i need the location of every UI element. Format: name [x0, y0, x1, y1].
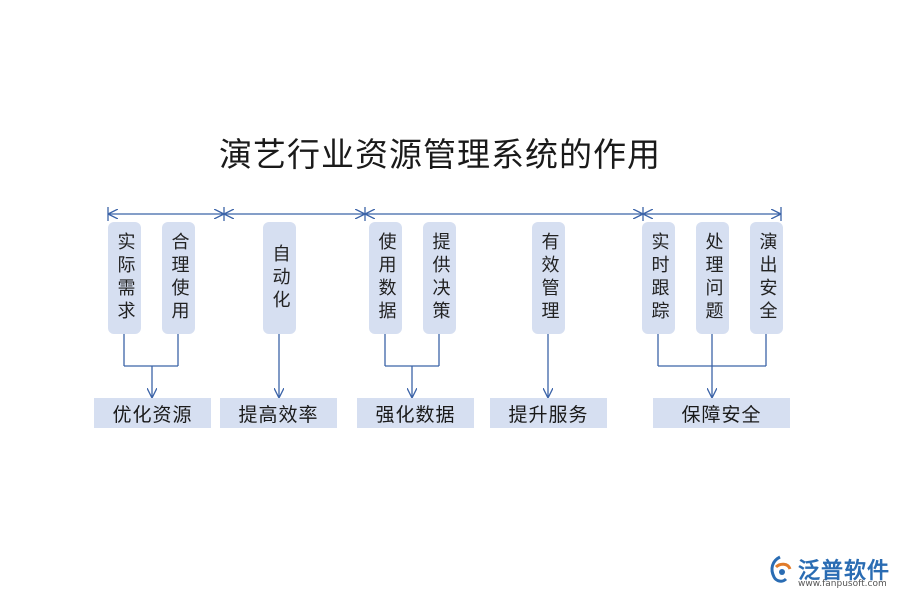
- logo-name: 泛普软件: [798, 559, 891, 584]
- logo-url: www.fanpusoft.com: [798, 579, 887, 589]
- outcome-box-strengthen-data: 强化数据: [357, 398, 474, 428]
- item-label: 自动化: [269, 243, 291, 313]
- item-label: 实时跟踪: [648, 232, 670, 324]
- outcome-box-improve-service: 提升服务: [490, 398, 607, 428]
- item-box-use-data: 使用数据: [369, 222, 402, 334]
- diagram-title: 演艺行业资源管理系统的作用: [219, 135, 661, 174]
- item-box-realtime-tracking: 实时跟踪: [642, 222, 675, 334]
- item-label: 合理使用: [168, 232, 190, 324]
- item-label: 演出安全: [756, 232, 778, 324]
- outcome-box-optimize-resources: 优化资源: [94, 398, 211, 428]
- brand-logo: 泛普软件 www.fanpusoft.com: [766, 553, 896, 593]
- outcome-box-ensure-safety: 保障安全: [653, 398, 790, 428]
- item-label: 实际需求: [114, 232, 136, 324]
- item-box-handle-issues: 处理问题: [696, 222, 729, 334]
- item-box-rational-use: 合理使用: [162, 222, 195, 334]
- logo-mark-icon: [770, 555, 792, 583]
- item-label: 处理问题: [702, 232, 724, 324]
- outcome-box-improve-efficiency: 提高效率: [220, 398, 337, 428]
- item-box-provide-decisions: 提供决策: [423, 222, 456, 334]
- item-box-effective-management: 有效管理: [532, 222, 565, 334]
- item-label: 提供决策: [429, 232, 451, 324]
- item-box-actual-demand: 实际需求: [108, 222, 141, 334]
- item-label: 有效管理: [538, 232, 560, 324]
- item-box-performance-safety: 演出安全: [750, 222, 783, 334]
- item-label: 使用数据: [375, 232, 397, 324]
- item-box-automation: 自动化: [263, 222, 296, 334]
